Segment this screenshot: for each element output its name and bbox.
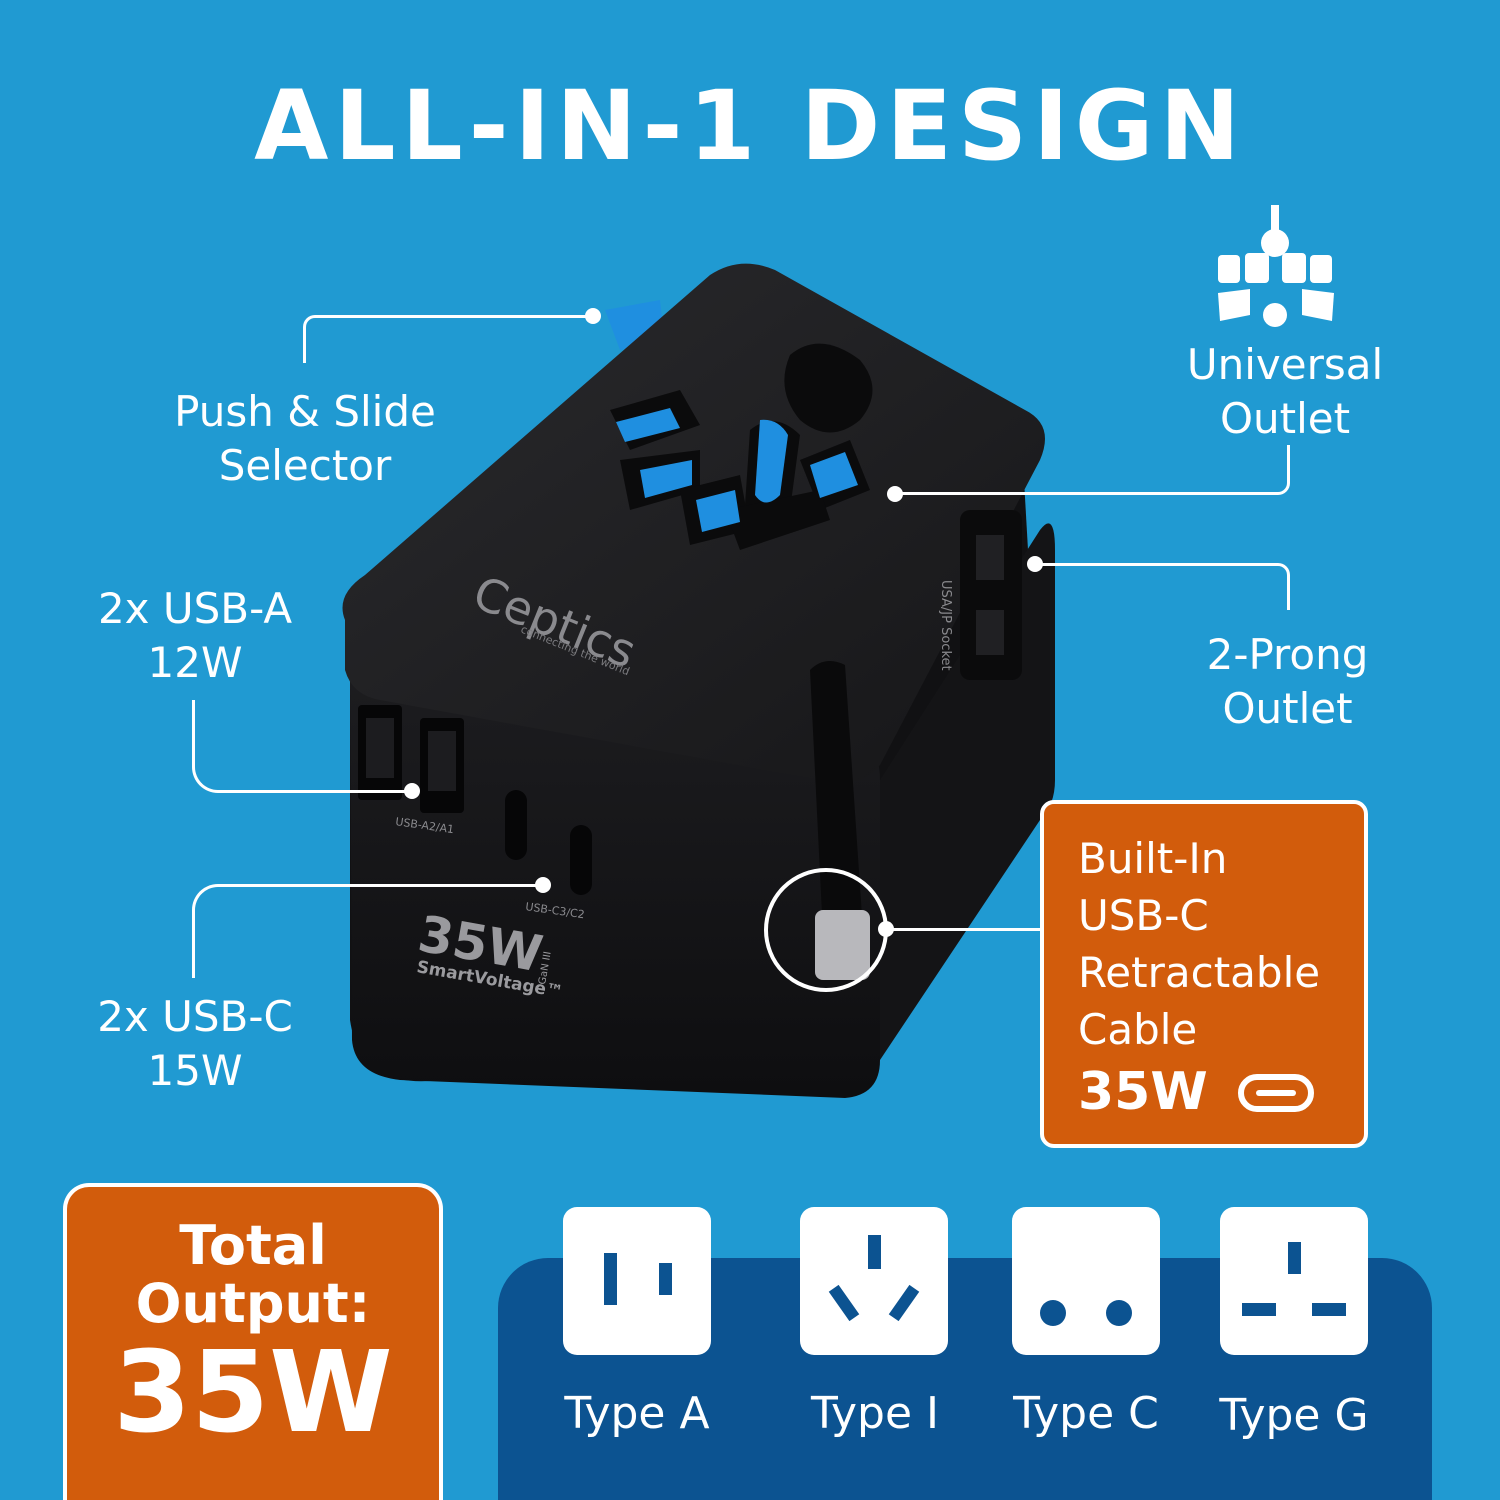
built-in-line-1: Built-In bbox=[1078, 834, 1228, 883]
usb-c-port-icon bbox=[1237, 1073, 1314, 1112]
total-output-box: Total Output: 35W bbox=[63, 1183, 443, 1500]
plug-type-g-icon bbox=[1220, 1207, 1368, 1355]
plug-type-g-label: Type G bbox=[1219, 1390, 1369, 1441]
plug-type-c-label: Type C bbox=[1013, 1388, 1159, 1439]
universal-outlet-label: Universal Outlet bbox=[1186, 340, 1384, 443]
plug-type-i-icon bbox=[800, 1207, 948, 1355]
plug-type-c-icon bbox=[1012, 1207, 1160, 1355]
plug-type-a-label: Type A bbox=[564, 1388, 710, 1439]
built-in-line-2: USB-C bbox=[1078, 891, 1209, 940]
usb-c-label: 2x USB-C 15W bbox=[97, 992, 293, 1095]
two-prong-label: 2-Prong Outlet bbox=[1206, 630, 1369, 733]
page-title: ALL-IN-1 DESIGN bbox=[254, 70, 1246, 182]
built-in-line-3: Retractable bbox=[1078, 948, 1321, 997]
built-in-line-4: Cable bbox=[1078, 1005, 1198, 1054]
push-slide-dot bbox=[585, 308, 601, 324]
travel-adapter-image: Ceptics connecting the world USA/JP Sock… bbox=[342, 263, 1055, 1098]
plug-type-a-icon bbox=[563, 1207, 711, 1355]
universal-plugs-icon bbox=[1218, 205, 1334, 327]
usb-c-dot bbox=[535, 877, 551, 893]
usb-a-dot bbox=[404, 783, 420, 799]
total-value: 35W bbox=[113, 1328, 393, 1458]
total-line-1: Total bbox=[179, 1214, 327, 1277]
usb-a-label: 2x USB-A 12W bbox=[97, 584, 293, 687]
plug-type-i-label: Type I bbox=[810, 1388, 940, 1439]
socket-label: USA/JP Socket bbox=[938, 580, 953, 671]
cable-dot bbox=[878, 921, 894, 937]
total-line-2: Output: bbox=[135, 1272, 371, 1335]
push-slide-label: Push & Slide Selector bbox=[174, 387, 436, 490]
built-in-power: 35W bbox=[1078, 1062, 1208, 1122]
universal-dot bbox=[887, 486, 903, 502]
two-prong-dot bbox=[1027, 556, 1043, 572]
built-in-cable-box: Built-In USB-C Retractable Cable 35W bbox=[1040, 800, 1368, 1148]
